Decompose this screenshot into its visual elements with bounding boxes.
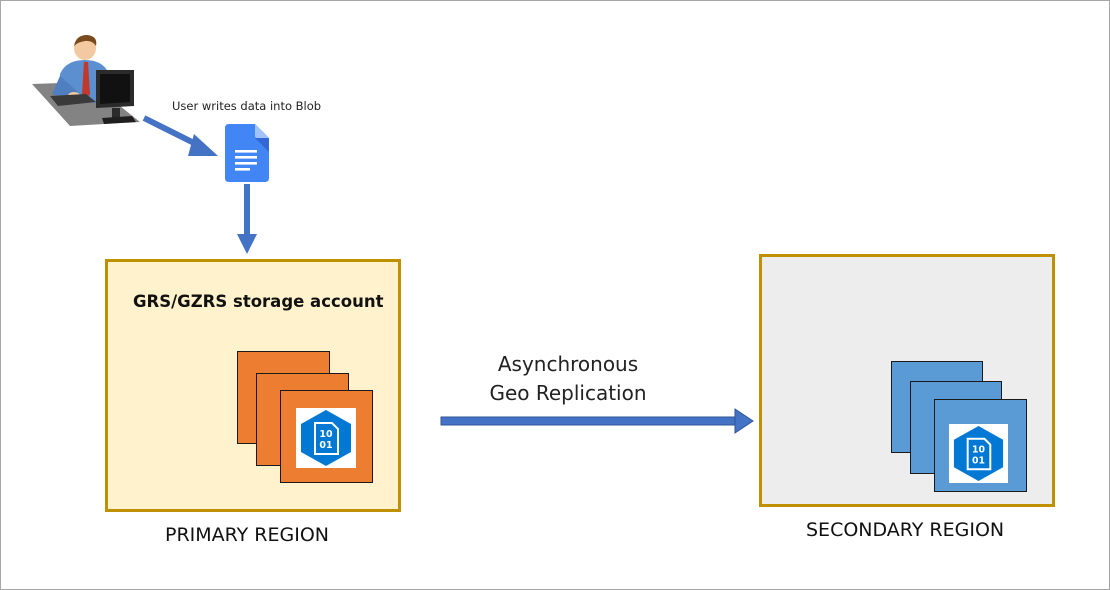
replication-label-line2: Geo Replication [489, 381, 647, 405]
document-icon [225, 124, 269, 182]
replication-label-line1: Asynchronous [497, 352, 639, 376]
blob-storage-icon: 10 01 [301, 410, 351, 466]
user-caption: User writes data into Blob [172, 99, 322, 113]
storage-account-label: GRS/GZRS storage account [133, 292, 384, 311]
document-to-storage-arrow [237, 184, 257, 254]
primary-region-label: PRIMARY REGION [165, 524, 329, 546]
geo-replication-arrow [440, 408, 754, 434]
blob-icon-text-top: 10 [319, 429, 333, 440]
secondary-blob-card: 10 01 [949, 424, 1008, 483]
replication-label: Asynchronous Geo Replication [470, 350, 666, 408]
blob-icon-text-top: 10 [972, 445, 985, 456]
blob-icon-text-bottom: 01 [972, 455, 985, 466]
secondary-region-label: SECONDARY REGION [806, 519, 1005, 541]
blob-icon-text-bottom: 01 [319, 440, 332, 451]
user-at-computer-icon [32, 35, 140, 126]
primary-blob-card: 10 01 [296, 408, 356, 468]
user-to-document-arrow [142, 115, 218, 156]
blob-storage-icon: 10 01 [953, 425, 1004, 482]
